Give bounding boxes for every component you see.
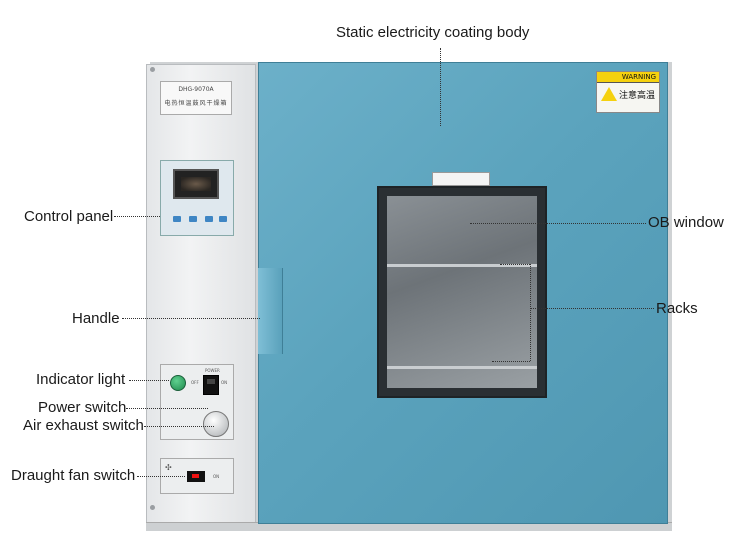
leader-handle [122, 318, 260, 319]
leader-racks-top [500, 264, 530, 265]
indicator-light [170, 375, 186, 391]
label-ob-window: OB window [648, 214, 724, 231]
rack-shelf [387, 366, 537, 369]
door-label-sticker [432, 172, 490, 186]
on-text: ON [221, 380, 228, 385]
leader-coating-body [440, 48, 441, 126]
label-air-exhaust-switch: Air exhaust switch [23, 417, 144, 434]
leader-racks-bottom [492, 361, 530, 362]
device-name: 电热恒温鼓风干燥箱 [164, 100, 228, 107]
warning-text: 注意高温 [619, 91, 656, 101]
air-exhaust-knob[interactable] [203, 411, 229, 437]
fan-on-text: ON [213, 474, 220, 479]
switch-panel: POWER OFF ON [160, 364, 234, 440]
warning-sticker: WARNING 注意高温 [596, 71, 660, 113]
leader-racks [530, 308, 654, 309]
display-screen [173, 169, 219, 199]
leader-air-exhaust [144, 426, 214, 427]
control-panel[interactable] [160, 160, 234, 236]
label-indicator-light: Indicator light [36, 371, 126, 388]
label-coating-body: Static electricity coating body [336, 24, 530, 41]
model-number: DHG-9070A [178, 86, 214, 93]
control-key[interactable] [189, 216, 197, 222]
window-glass [387, 196, 537, 388]
control-column [146, 64, 256, 524]
control-key[interactable] [205, 216, 213, 222]
power-text: POWER [205, 368, 220, 373]
screw [150, 67, 155, 72]
leader-racks-vertical [530, 264, 531, 361]
fan-icon: ✣ [165, 463, 172, 472]
label-racks: Racks [656, 300, 698, 317]
warning-header: WARNING [597, 72, 659, 83]
leader-draught-fan [137, 476, 185, 477]
leader-ob-window [470, 223, 646, 224]
door-handle[interactable] [258, 268, 283, 354]
screw [150, 505, 155, 510]
power-switch[interactable] [203, 375, 219, 395]
leader-indicator-light [129, 380, 169, 381]
off-text: OFF [191, 380, 199, 385]
label-draught-fan-switch: Draught fan switch [11, 467, 136, 484]
leader-power-switch [126, 408, 208, 409]
model-nameplate: DHG-9070A 电热恒温鼓风干燥箱 [160, 81, 232, 115]
control-key[interactable] [219, 216, 227, 222]
warning-triangle-icon [601, 87, 617, 101]
rack-shelf [387, 264, 537, 267]
label-handle: Handle [72, 310, 120, 327]
observation-window [377, 186, 547, 398]
label-power-switch: Power switch [38, 399, 127, 416]
label-control-panel: Control panel [24, 208, 114, 225]
control-key[interactable] [173, 216, 181, 222]
draught-fan-switch[interactable] [187, 471, 205, 482]
leader-control-panel [114, 216, 160, 217]
